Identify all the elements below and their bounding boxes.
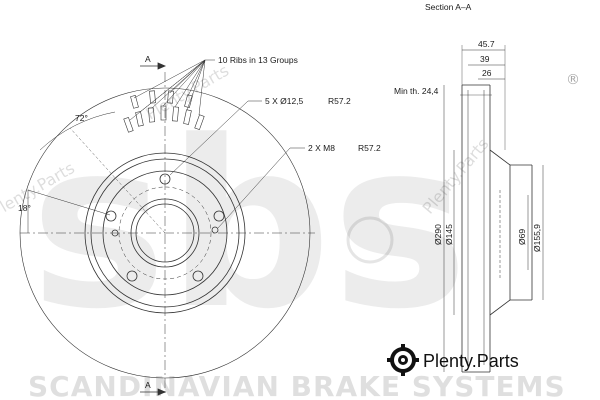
dim-26-label: 26: [482, 68, 492, 78]
section-marker-top: A: [145, 54, 151, 64]
section-title: Section A–A: [425, 2, 472, 12]
ribs-leaders: [129, 59, 215, 121]
bolt-hole: [105, 210, 117, 222]
angle-72-label: 72°: [75, 113, 88, 123]
logo-suffix: .Parts: [472, 351, 519, 371]
dia-290-label: Ø290: [433, 224, 443, 245]
plenty-parts-logo: Plenty.Parts: [387, 344, 519, 376]
section-hat-profile: [489, 149, 511, 316]
dia-155-label: Ø155,9: [532, 224, 542, 252]
dim-total-label: 45.7: [478, 39, 495, 49]
bolt-hole: [126, 270, 138, 282]
angle-ray-72: [69, 127, 166, 234]
rib-group: [123, 90, 205, 133]
bolt-hole: [192, 270, 204, 282]
dia-69-label: Ø69: [517, 229, 527, 245]
gear-disc-icon: [387, 344, 419, 376]
section-marker-bottom: A: [145, 380, 151, 390]
dia-145-label: Ø145: [444, 224, 454, 245]
bolt-hole: [213, 210, 225, 222]
holes-callout: 5 X Ø12,5: [265, 96, 304, 106]
dim-39-label: 39: [480, 54, 490, 64]
min-thickness-label: Min th. 24,4: [394, 86, 439, 96]
holes-leader: [169, 100, 262, 176]
section-arrowhead-bottom: [157, 388, 167, 396]
section-arrowhead-top: [157, 62, 167, 70]
angle-arc-72: [39, 111, 116, 151]
angle-line-18: [27, 189, 111, 216]
watermark-gear-icon: [346, 216, 394, 264]
holes-radius-callout: R57.2: [328, 96, 351, 106]
logo-name: Plenty: [423, 351, 473, 371]
watermark-brand-name: SCANDINAVIAN BRAKE SYSTEMS: [28, 370, 566, 400]
section-view: [443, 45, 544, 373]
watermark-sbs-letters: sbs: [30, 93, 468, 360]
watermark-registered-mark: ®: [566, 72, 580, 88]
svg-text:Plenty.Parts: Plenty.Parts: [423, 351, 519, 371]
ribs-callout: 10 Ribs in 13 Groups: [218, 55, 298, 65]
threads-leader: [217, 147, 305, 229]
threads-callout: 2 X M8: [308, 143, 335, 153]
angle-18-label: 18°: [18, 203, 31, 213]
front-view: [19, 59, 315, 396]
threads-radius-callout: R57.2: [358, 143, 381, 153]
watermark: sbs SCANDINAVIAN BRAKE SYSTEMS Plenty.Pa…: [0, 61, 580, 400]
